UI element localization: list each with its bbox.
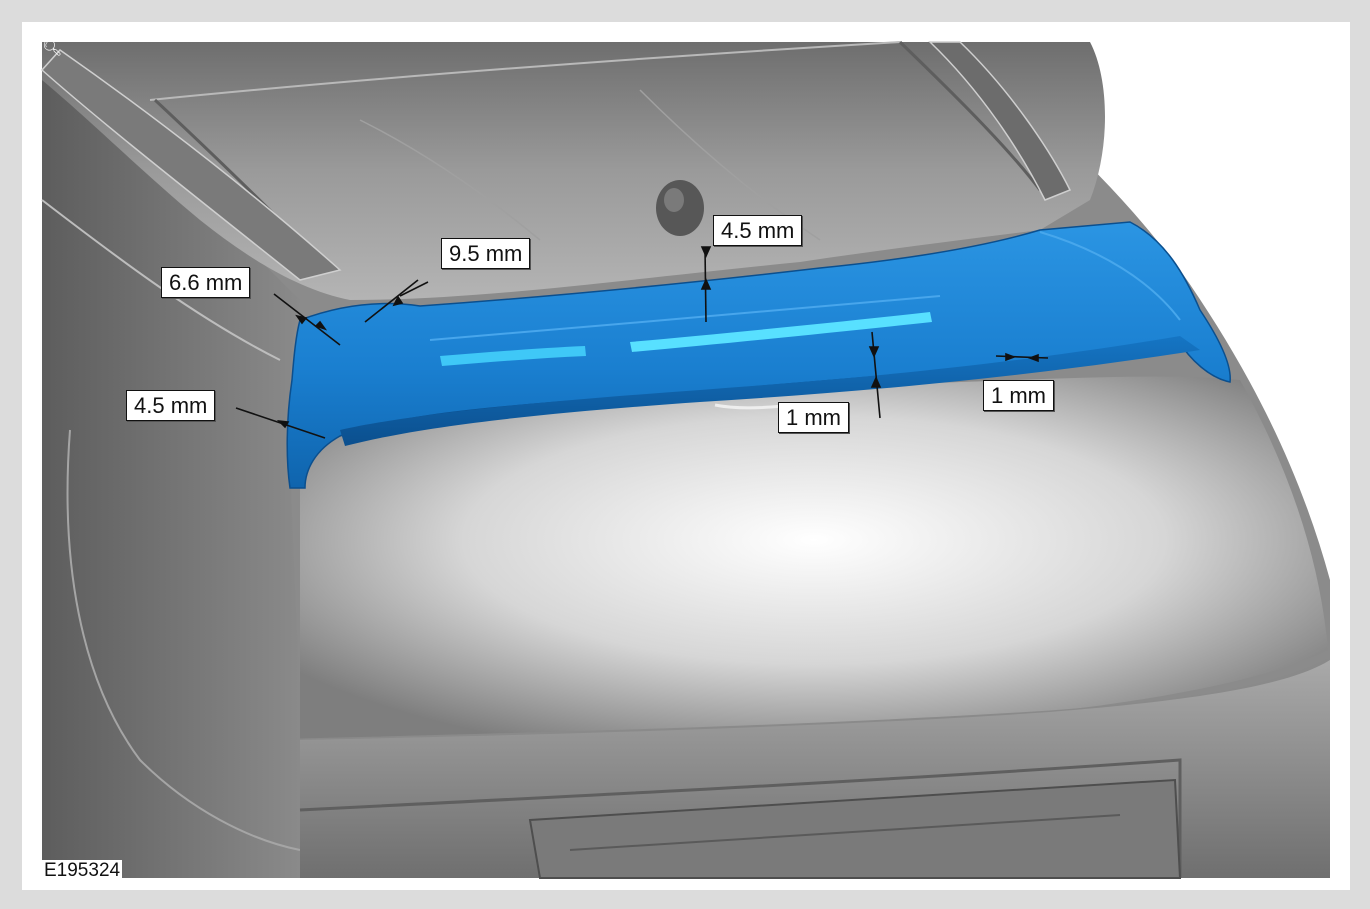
brake-light-slot-left: [440, 346, 586, 366]
roof-panel: [42, 42, 1105, 300]
background-white: [940, 42, 1330, 580]
dimension-callout-right-edge: 1 mm: [983, 380, 1054, 411]
rear-glass: [300, 376, 1328, 740]
brake-light-slot-centre: [630, 312, 932, 352]
figure-id-label: E195324: [42, 860, 123, 882]
zoom-icon: 🔍︎: [42, 38, 63, 57]
number-plate-recess: [528, 778, 1182, 879]
dimension-arrows: [235, 246, 1049, 439]
left-side-panel: [42, 42, 300, 878]
dimension-callout-centre-edge: 1 mm: [778, 402, 849, 433]
right-roof-rail: [928, 41, 1072, 201]
dimension-callout-centre-height: 4.5 mm: [713, 215, 803, 246]
dimension-callout-left-gap: 9.5 mm: [441, 238, 531, 269]
left-roof-rail: [40, 49, 342, 281]
spoiler-trailing-edge: [340, 336, 1200, 446]
dimension-callout-left-side: 4.5 mm: [126, 390, 216, 421]
dimension-callout-left-corner: 6.6 mm: [161, 267, 251, 298]
